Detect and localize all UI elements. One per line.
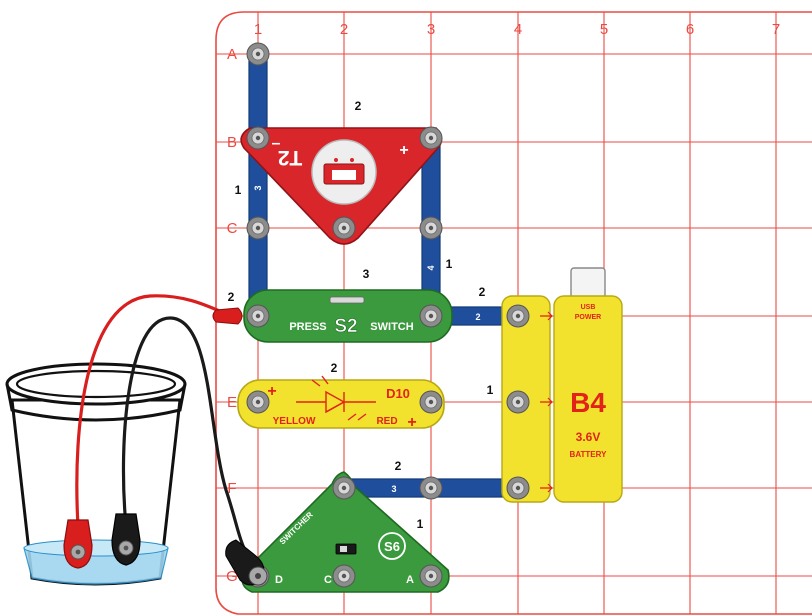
snap-b1	[246, 126, 270, 150]
s6-terminal-d: D	[275, 574, 283, 586]
t2-label: T2	[278, 146, 303, 169]
level-s2: 3	[363, 267, 370, 281]
d10-left-label: YELLOW	[273, 416, 316, 427]
row-label-g: G	[226, 568, 238, 585]
col-label-1: 1	[254, 21, 262, 38]
snap-f2	[332, 476, 356, 500]
level-wire-ef: 1	[487, 383, 494, 397]
col-label-4: 4	[514, 21, 522, 38]
snap-d3	[419, 304, 443, 328]
black-clip-head	[225, 539, 268, 586]
level-s6: 1	[417, 517, 424, 531]
row-label-c: C	[227, 220, 238, 237]
red-jumper-wire	[75, 294, 238, 528]
snap-connectors	[246, 42, 530, 588]
red-clip-head	[212, 307, 243, 325]
row-label-a: A	[227, 46, 237, 63]
col-label-3: 3	[427, 21, 435, 38]
col-label-6: 6	[686, 21, 694, 38]
b4-battery: USB POWER B4 3.6V BATTERY	[553, 267, 623, 503]
wire-number-right-bd: 4	[426, 265, 436, 270]
b4-name: BATTERY	[570, 450, 608, 459]
d10-right-label: RED	[376, 416, 397, 427]
snap-d1	[246, 304, 270, 328]
snap-c2	[332, 216, 356, 240]
row-label-b: B	[227, 134, 237, 151]
level-wire-f: 2	[395, 459, 402, 473]
cup-of-water	[5, 362, 187, 586]
level-wire-left-ac: 1	[235, 183, 242, 197]
s6-terminal-a: A	[406, 574, 414, 586]
snap-c3	[419, 216, 443, 240]
cup-lip	[5, 383, 187, 422]
s6-terminal-c: C	[324, 574, 332, 586]
snap-b3	[419, 126, 443, 150]
d10-plus-right: +	[407, 414, 416, 431]
b4-power-label: POWER	[575, 314, 601, 321]
col-label-2: 2	[340, 21, 348, 38]
s2-label: S2	[334, 316, 357, 337]
snap-e3	[419, 390, 443, 414]
s2-button	[329, 296, 365, 304]
s2-right-label: SWITCH	[370, 321, 413, 333]
wire-number-f: 3	[391, 484, 396, 494]
led-symbol	[296, 375, 376, 421]
level-d10: 2	[331, 361, 338, 375]
red-probe-clip	[63, 519, 93, 569]
level-wire-d: 2	[479, 285, 486, 299]
level-t2: 2	[355, 99, 362, 113]
water-surface	[23, 539, 169, 557]
s2-press-switch: PRESS S2 SWITCH	[243, 289, 453, 343]
d10-led: + D10 YELLOW RED +	[237, 375, 445, 431]
t2-minus: –	[272, 135, 281, 152]
t2-plus: +	[399, 142, 408, 159]
level-probe-red: 2	[228, 290, 235, 304]
level-wire-right-bd: 1	[446, 257, 453, 271]
col-label-7: 7	[772, 21, 780, 38]
snap-e1	[246, 390, 270, 414]
snap-g3	[419, 564, 443, 588]
wire-number-d: 2	[475, 312, 480, 322]
snap-f4	[506, 476, 530, 500]
t2-triangle-part: T2 – +	[240, 127, 443, 245]
s2-left-label: PRESS	[289, 321, 326, 333]
s6-label: S6	[384, 539, 400, 554]
t2-inner-window	[332, 170, 356, 180]
d10-plus-left: +	[267, 383, 276, 400]
s6-label-ring	[378, 532, 406, 560]
black-jumper-wire	[121, 316, 246, 550]
b4-voltage: 3.6V	[576, 430, 601, 444]
row-label-e: E	[227, 394, 237, 411]
b4-usb-label: USB	[581, 304, 596, 311]
b4-label: B4	[570, 387, 606, 418]
snap-f3	[419, 476, 443, 500]
col-label-5: 5	[600, 21, 608, 38]
cup-rim-inner	[15, 369, 177, 399]
snap-a1	[246, 42, 270, 66]
snap-c1	[246, 216, 270, 240]
row-label-f: F	[227, 480, 236, 497]
snap-g2	[332, 564, 356, 588]
black-probe-clip	[111, 513, 141, 566]
snap-e4	[506, 390, 530, 414]
d10-label: D10	[386, 386, 410, 401]
wire-number-left-ac: 3	[253, 185, 263, 190]
snap-d4	[506, 304, 530, 328]
